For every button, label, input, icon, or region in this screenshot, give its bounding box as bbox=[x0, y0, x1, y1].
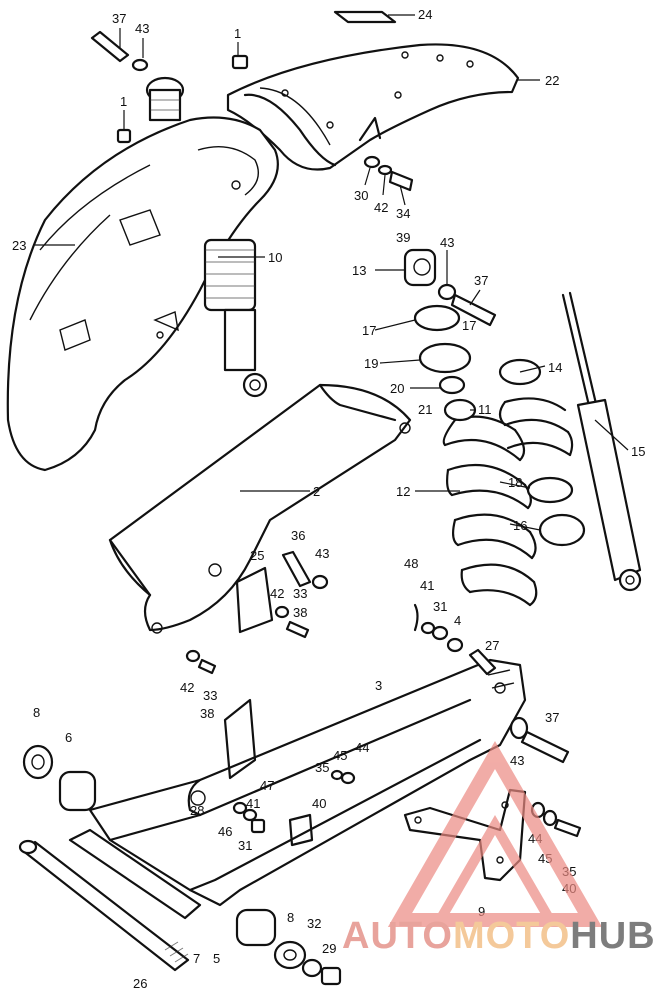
spring-seat-17 bbox=[413, 304, 461, 332]
callout: 42 bbox=[374, 200, 388, 215]
callout: 9 bbox=[478, 904, 485, 919]
callout: 12 bbox=[396, 484, 410, 499]
callout: 14 bbox=[548, 360, 562, 375]
callout: 3 bbox=[375, 678, 382, 693]
rear-fender bbox=[226, 43, 520, 171]
callout: 17 bbox=[362, 323, 376, 338]
callout: 39 bbox=[396, 230, 410, 245]
callout: 5 bbox=[213, 951, 220, 966]
callout: 31 bbox=[238, 838, 252, 853]
callout: 16 bbox=[513, 518, 527, 533]
callout: 4 bbox=[454, 613, 461, 628]
callout: 2 bbox=[313, 484, 320, 499]
callout: 27 bbox=[485, 638, 499, 653]
callout: 41 bbox=[246, 796, 260, 811]
callout: 35 bbox=[315, 760, 329, 775]
callout: 42 bbox=[180, 680, 194, 695]
bush-6-left bbox=[58, 770, 97, 812]
callout: 7 bbox=[193, 951, 200, 966]
callout: 44 bbox=[355, 740, 369, 755]
callout: 45 bbox=[538, 851, 552, 866]
callout: 48 bbox=[404, 556, 418, 571]
callout: 32 bbox=[307, 916, 321, 931]
callout: 40 bbox=[312, 796, 326, 811]
callout: 13 bbox=[352, 263, 366, 278]
callout: 21 bbox=[418, 402, 432, 417]
nut-29 bbox=[320, 966, 342, 986]
callout: 41 bbox=[420, 578, 434, 593]
fender-tag bbox=[333, 10, 397, 24]
callout: 28 bbox=[190, 803, 204, 818]
callout: 43 bbox=[315, 546, 329, 561]
leader-lines bbox=[35, 14, 629, 531]
callout: 37 bbox=[474, 273, 488, 288]
seal-8-left bbox=[22, 744, 54, 780]
callout: 33 bbox=[293, 586, 307, 601]
callout: 23 bbox=[12, 238, 26, 253]
damper-unit bbox=[561, 291, 642, 592]
inner-spring bbox=[498, 397, 574, 457]
callout: 11 bbox=[478, 402, 492, 417]
inner-fender bbox=[6, 116, 279, 472]
callout: 1 bbox=[234, 26, 241, 41]
bushing-13 bbox=[403, 248, 437, 287]
callout: 17 bbox=[462, 318, 476, 333]
callout: 35 bbox=[562, 864, 576, 879]
bracket-plate bbox=[235, 566, 274, 634]
callout: 24 bbox=[418, 7, 432, 22]
callout: 46 bbox=[218, 824, 232, 839]
pivot-spindle bbox=[18, 839, 190, 972]
callout: 18 bbox=[508, 475, 522, 490]
callout: 47 bbox=[260, 778, 274, 793]
callout: 30 bbox=[354, 188, 368, 203]
seal-8-right bbox=[273, 940, 307, 970]
callout: 42 bbox=[270, 586, 284, 601]
callout: 31 bbox=[433, 599, 447, 614]
callout: 37 bbox=[112, 11, 126, 26]
callout: 40 bbox=[562, 881, 576, 896]
callout: 43 bbox=[440, 235, 454, 250]
callout: 44 bbox=[528, 831, 542, 846]
spring-seat-18 bbox=[526, 476, 574, 504]
adjuster-16 bbox=[538, 513, 586, 547]
callout: 43 bbox=[135, 21, 149, 36]
callout: 45 bbox=[333, 748, 347, 763]
callout: 6 bbox=[65, 730, 72, 745]
callout: 8 bbox=[287, 910, 294, 925]
callout: 34 bbox=[396, 206, 410, 221]
callout: 8 bbox=[33, 705, 40, 720]
callout: 10 bbox=[268, 250, 282, 265]
coil-spring bbox=[442, 415, 538, 607]
callout-labels: 37 43 1 24 22 1 30 42 34 23 10 39 43 13 … bbox=[12, 7, 645, 991]
rear-frame-member bbox=[108, 383, 412, 634]
bush-6-right bbox=[235, 908, 277, 947]
callout: 43 bbox=[510, 753, 524, 768]
bump-stop-20 bbox=[438, 375, 466, 395]
callout: 38 bbox=[293, 605, 307, 620]
callout: 15 bbox=[631, 444, 645, 459]
callout: 1 bbox=[120, 94, 127, 109]
swingarm bbox=[88, 658, 527, 907]
callout: 29 bbox=[322, 941, 336, 956]
spring-seat-19 bbox=[418, 342, 472, 374]
callout: 37 bbox=[545, 710, 559, 725]
callout: 36 bbox=[291, 528, 305, 543]
callout: 33 bbox=[203, 688, 217, 703]
washer-32 bbox=[301, 958, 323, 978]
bush-7 bbox=[68, 828, 202, 920]
callout: 25 bbox=[250, 548, 264, 563]
callout: 26 bbox=[133, 976, 147, 991]
callout: 20 bbox=[390, 381, 404, 396]
callout: 19 bbox=[364, 356, 378, 371]
callout: 38 bbox=[200, 706, 214, 721]
callout: 22 bbox=[545, 73, 559, 88]
